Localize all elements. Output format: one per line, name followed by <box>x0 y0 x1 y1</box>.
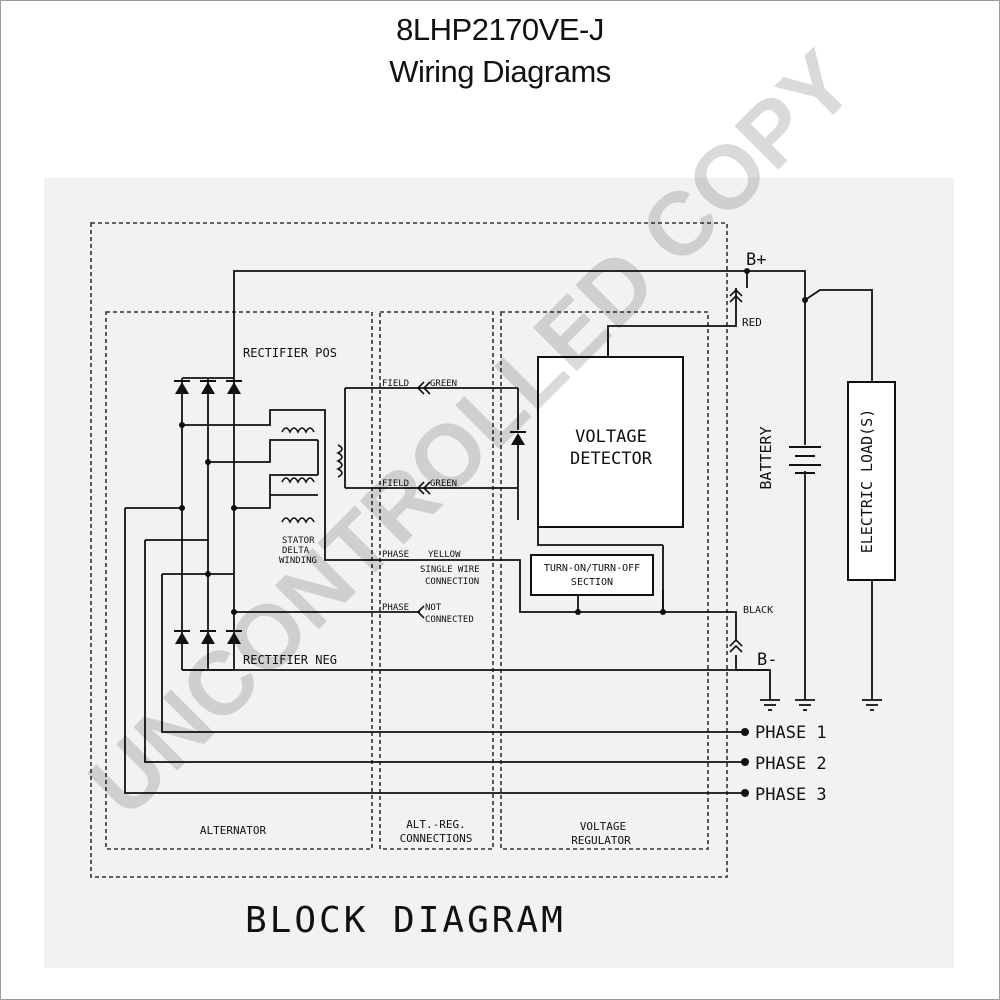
page-title: 8LHP2170VE-J <box>396 12 604 47</box>
not-connected-label-2: CONNECTED <box>425 615 474 625</box>
stator-label-2: DELTA <box>282 546 310 556</box>
stator-label-1: STATOR <box>282 536 315 546</box>
voltage-detector-box <box>537 356 684 528</box>
block-diagram-caption: BLOCK DIAGRAM <box>245 900 566 941</box>
page-subtitle: Wiring Diagrams <box>389 54 611 89</box>
regulator-section-label-2: REGULATOR <box>571 834 631 847</box>
alternator-section-label: ALTERNATOR <box>200 824 267 837</box>
single-wire-label-1: SINGLE WIRE <box>420 565 480 575</box>
not-connected-label-1: NOT <box>425 603 442 613</box>
outer-boundary <box>90 222 728 878</box>
black-label: BLACK <box>743 605 773 616</box>
rectifier-pos-label: RECTIFIER POS <box>243 346 337 360</box>
phase-1-label: PHASE 1 <box>755 723 827 743</box>
electric-load-box <box>847 381 896 581</box>
b-minus-label: B- <box>757 650 777 670</box>
turn-on-section-box <box>530 554 654 596</box>
field-label-2: FIELD <box>382 479 409 489</box>
green-label-2: GREEN <box>430 479 457 489</box>
green-label-1: GREEN <box>430 379 457 389</box>
phase-tag-1: PHASE <box>382 550 409 560</box>
voltage-detector-label-2: DETECTOR <box>570 449 653 469</box>
red-label: RED <box>742 316 762 329</box>
diagram-panel <box>44 178 954 968</box>
ground-symbols <box>760 699 882 711</box>
connections-section <box>379 311 494 850</box>
single-wire-label-2: CONNECTION <box>425 577 479 587</box>
electric-load-label: ELECTRIC LOAD(S) <box>858 409 876 554</box>
b-plus-label: B+ <box>746 250 766 270</box>
regulator-section-label-1: VOLTAGE <box>580 820 626 833</box>
rectifier-pos-diodes <box>173 380 243 395</box>
battery-symbol <box>789 446 821 474</box>
voltage-detector-label-1: VOLTAGE <box>575 427 647 447</box>
turn-on-label-2: SECTION <box>571 577 613 588</box>
rectifier-neg-label: RECTIFIER NEG <box>243 653 337 667</box>
battery-label: BATTERY <box>757 426 775 489</box>
connections-section-label-2: CONNECTIONS <box>400 832 473 845</box>
field-label-1: FIELD <box>382 379 409 389</box>
phase-tag-2: PHASE <box>382 603 409 613</box>
uncontrolled-copy-watermark: UNCONTROLLED COPY <box>71 33 874 836</box>
connector-marks <box>416 288 743 653</box>
phase-3-label: PHASE 3 <box>755 785 827 805</box>
turn-on-label-1: TURN-ON/TURN-OFF <box>544 563 640 574</box>
stator-coils <box>281 427 343 524</box>
phase-2-label: PHASE 2 <box>755 754 827 774</box>
stator-label-3: WINDING <box>279 556 317 566</box>
alternator-section <box>105 311 373 850</box>
terminal-dots <box>179 268 808 797</box>
connections-section-label-1: ALT.-REG. <box>406 818 466 831</box>
yellow-label: YELLOW <box>428 550 461 560</box>
regulator-section <box>500 311 709 850</box>
